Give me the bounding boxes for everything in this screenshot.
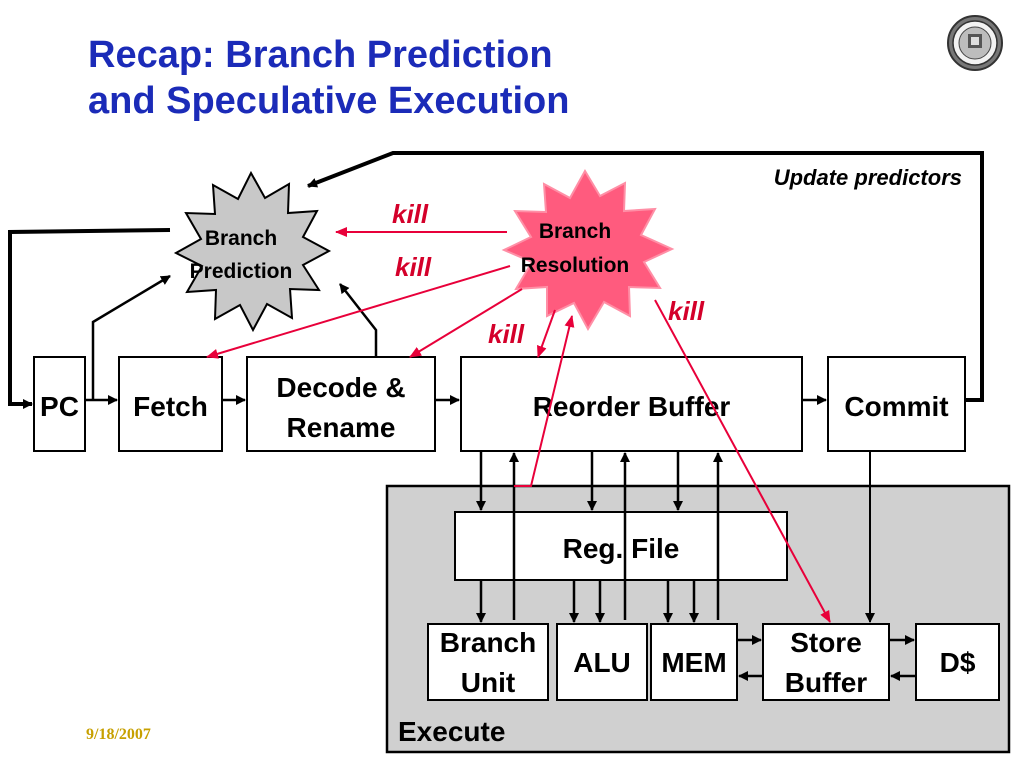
decode-rename-box xyxy=(246,356,436,452)
branch-prediction-label-line-2: Prediction xyxy=(190,260,293,283)
dcache-label: D$ xyxy=(940,647,976,678)
kill-arrow-fetch xyxy=(206,265,511,359)
kill-label-1: kill xyxy=(392,199,429,229)
kill-label-3: kill xyxy=(488,319,525,349)
decode-label-line-1: Decode & xyxy=(276,372,405,403)
branch-unit-label-line-1: Branch xyxy=(440,627,536,658)
branch-resolution-starburst xyxy=(501,169,675,332)
pc-to-prediction-line xyxy=(91,274,171,400)
commit-label: Commit xyxy=(844,391,948,422)
footer-date: 9/18/2007 xyxy=(86,726,151,743)
fetch-box xyxy=(118,356,223,452)
kill-arrow-decode xyxy=(409,288,523,358)
alu-box xyxy=(556,623,648,701)
reg-file-label: Reg. File xyxy=(563,533,680,564)
branch-resolution-label-line-1: Branch xyxy=(539,220,611,243)
kill-arrow-rob xyxy=(537,309,556,358)
branch-unit-to-resolution-arrow xyxy=(514,315,575,487)
kill-label-4: kill xyxy=(668,296,705,326)
kill-arrow-store-buffer xyxy=(654,299,831,623)
reorder-buffer-label: Reorder Buffer xyxy=(533,391,731,422)
reg-file-box xyxy=(454,511,788,581)
store-buffer-label-line-2: Buffer xyxy=(785,667,868,698)
page-title: Recap: Branch Prediction and Speculative… xyxy=(88,32,569,124)
title-line-2: and Speculative Execution xyxy=(88,80,570,122)
execute-label: Execute xyxy=(398,716,505,747)
update-predictors-label: Update predictors xyxy=(774,165,962,190)
decode-to-prediction-line xyxy=(339,283,378,357)
prediction-to-pc-line xyxy=(8,228,171,409)
mem-label: MEM xyxy=(661,647,726,678)
reorder-buffer-box xyxy=(460,356,803,452)
branch-prediction-starburst xyxy=(173,170,332,333)
branch-unit-label-line-2: Unit xyxy=(461,667,515,698)
fetch-label: Fetch xyxy=(133,391,208,422)
pc-box xyxy=(33,356,86,452)
alu-label: ALU xyxy=(573,647,631,678)
mem-box xyxy=(650,623,738,701)
pc-label: PC xyxy=(40,391,79,422)
update-predictors-line xyxy=(307,151,984,402)
branch-resolution-label-line-2: Resolution xyxy=(521,254,630,277)
dcache-box xyxy=(915,623,1000,701)
decode-label-line-2: Rename xyxy=(287,412,396,443)
branch-prediction-label-line-1: Branch xyxy=(205,227,277,250)
branch-unit-box xyxy=(427,623,549,701)
kill-label-2: kill xyxy=(395,252,432,282)
commit-box xyxy=(827,356,966,452)
title-line-1: Recap: Branch Prediction xyxy=(88,34,553,76)
store-buffer-label-line-1: Store xyxy=(790,627,862,658)
university-seal-icon xyxy=(946,14,1004,77)
store-buffer-box xyxy=(762,623,890,701)
